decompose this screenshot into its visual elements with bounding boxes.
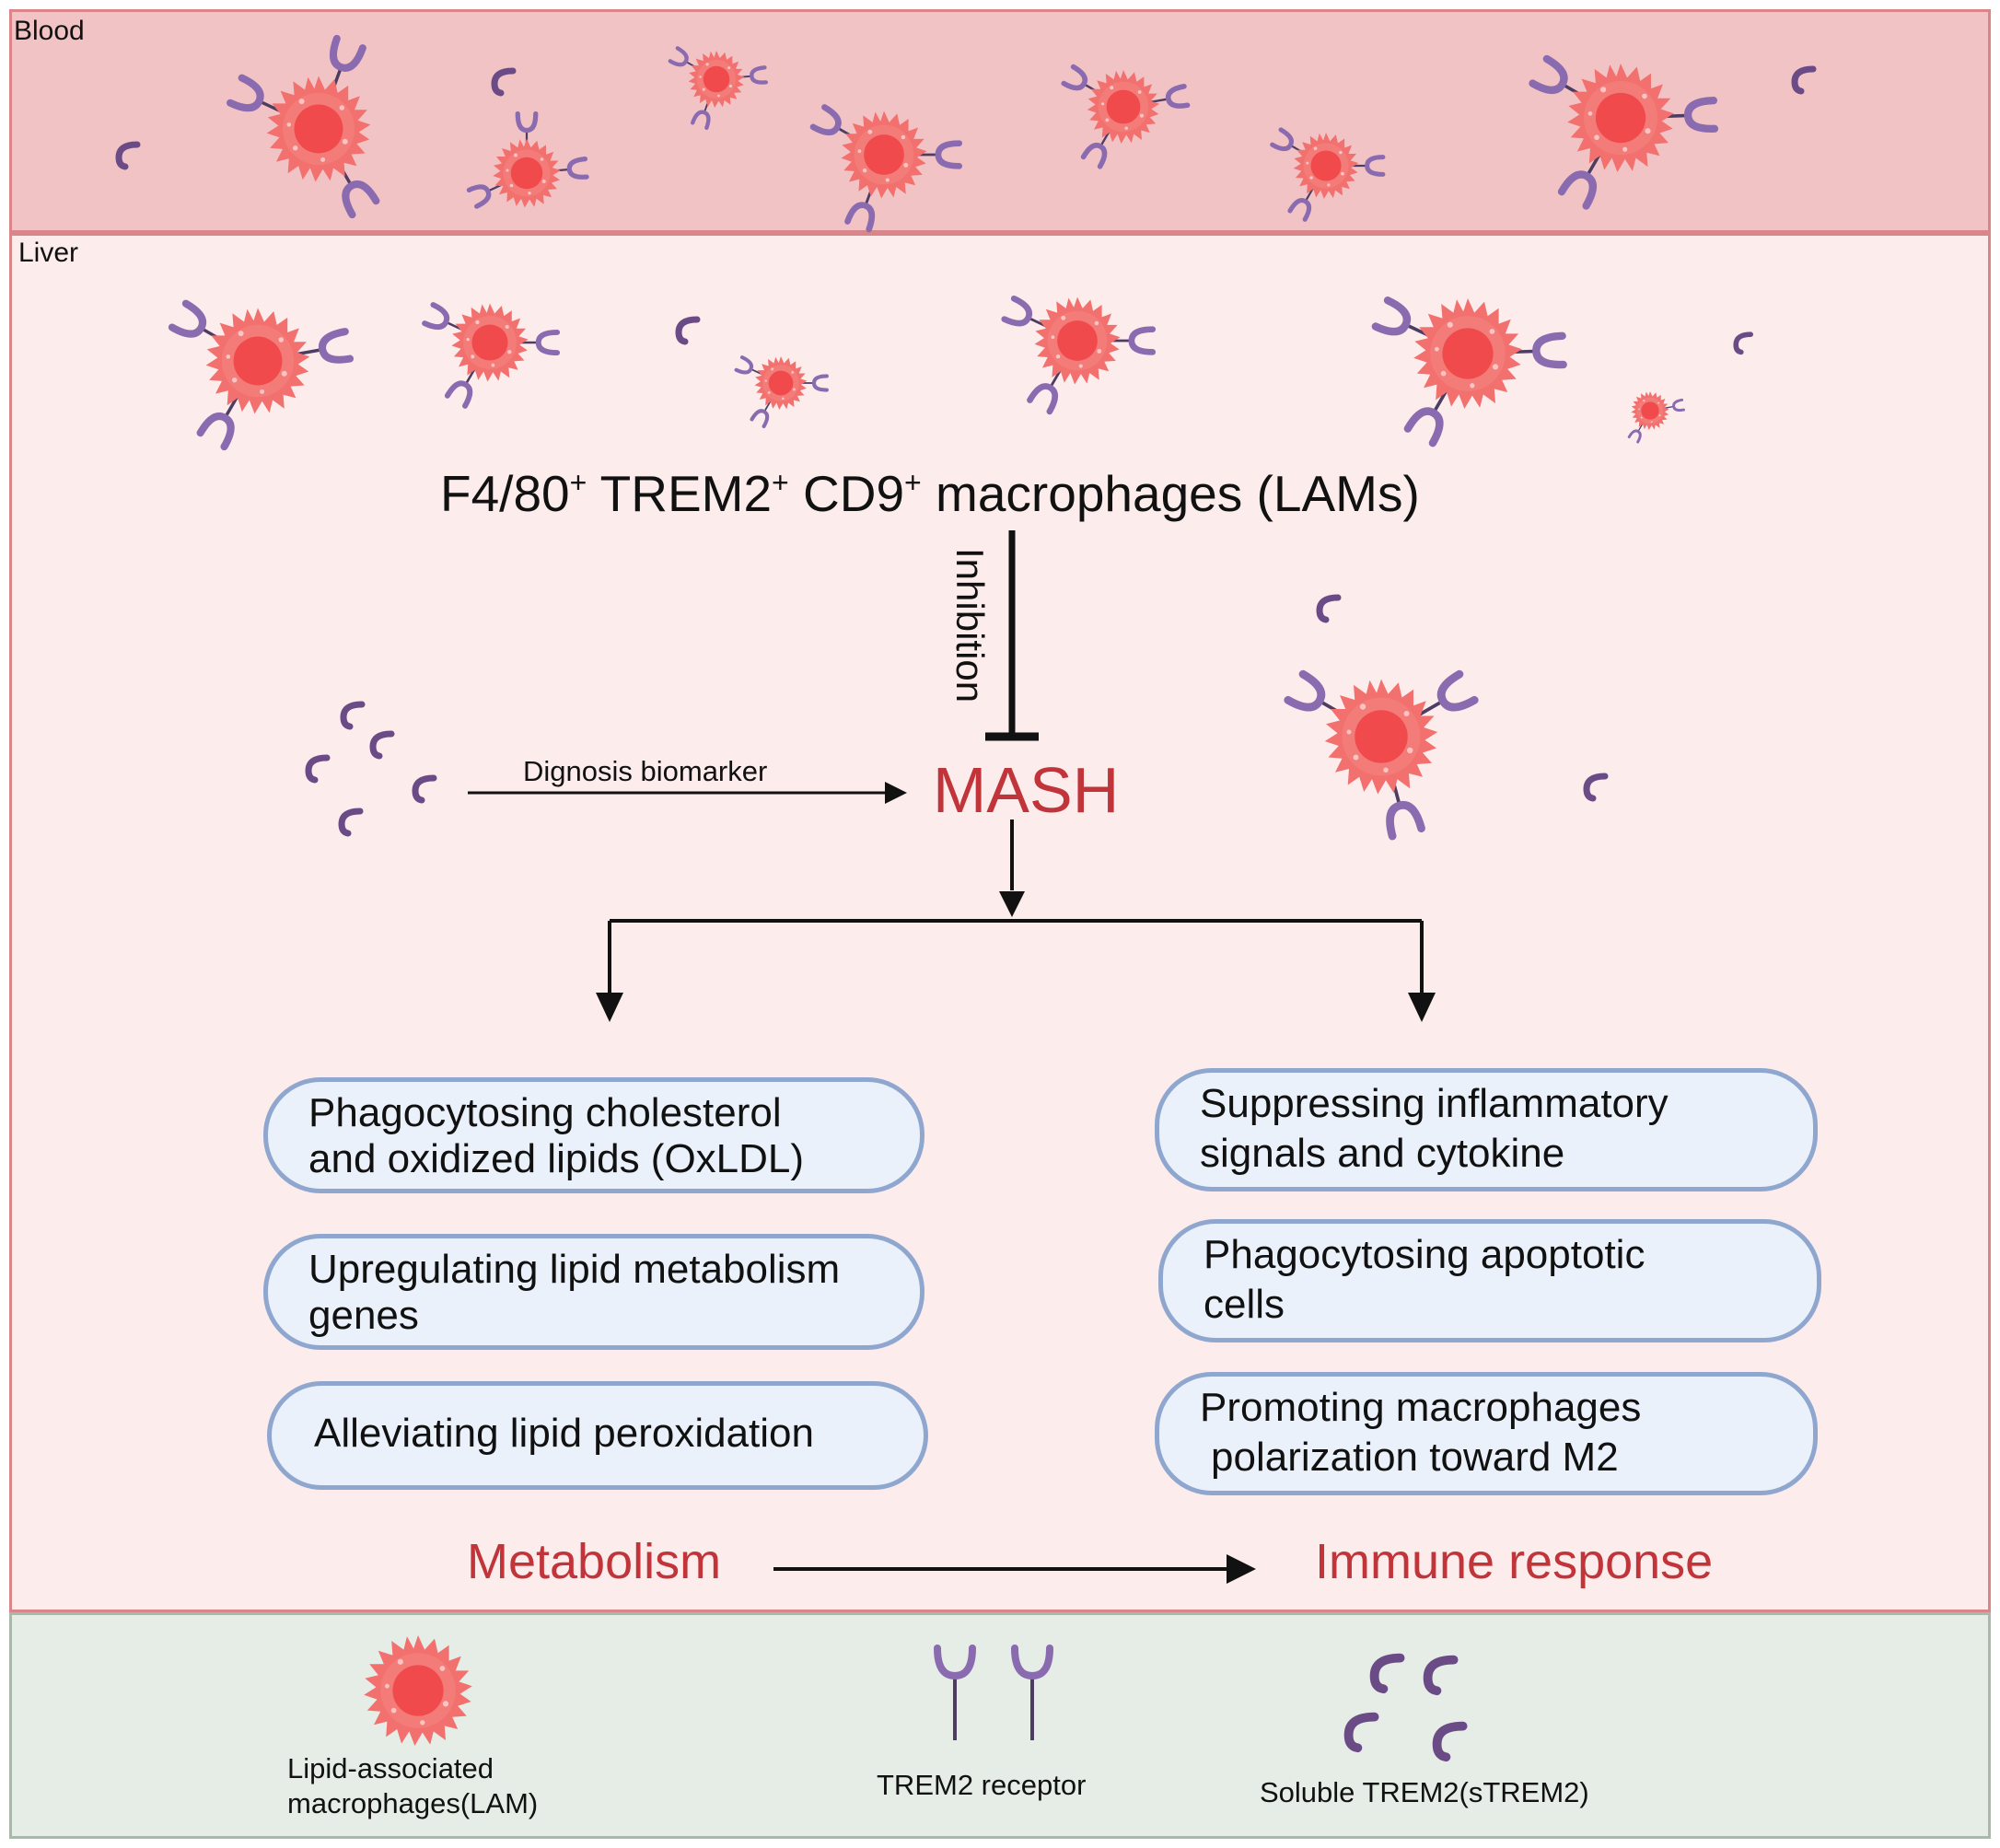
box-line: Promoting macrophages [1200,1385,1642,1430]
blood-macrophage-icon [469,114,587,208]
blood-macrophage-icon [813,107,959,229]
blood-macrophage-icon [1273,130,1383,219]
liver-strem2-icon [1587,776,1605,798]
box-line: Phagocytosing cholesterol [308,1090,782,1135]
liver-strem2-icon [1320,598,1338,620]
box-line: and oxidized lipids (OxLDL) [308,1136,805,1181]
legend-lam-label-2: macrophages(LAM) [287,1787,539,1819]
inhibition-label: Inhibition [948,548,992,703]
legend-receptor-icon [934,1645,1053,1740]
blood-strem2-icon [119,145,137,167]
box-line: Phagocytosing apoptotic [1203,1232,1645,1277]
box-line: Alleviating lipid peroxidation [314,1411,814,1456]
box-upregulating-lipid: Upregulating lipid metabolism genes [263,1234,924,1350]
box-suppressing-inflammatory: Suppressing inflammatory signals and cyt… [1155,1068,1818,1191]
liver-macrophage-icon [1288,674,1474,836]
branch-arrows [596,819,1436,1022]
legend-panel [9,1612,1991,1839]
box-phagocytosing-cholesterol: Phagocytosing cholesterol and oxidized l… [263,1077,924,1193]
liver-macrophage-icon [1005,297,1153,412]
box-alleviating-lipid: Alleviating lipid peroxidation [267,1381,928,1490]
immune-response-label: Immune response [1315,1534,1714,1589]
blood-strem2-icon [494,71,513,93]
legend-strem2-label: Soluble TREM2(sTREM2) [1260,1776,1589,1808]
blood-macrophage-icon [670,48,766,128]
legend-strem2-icon [1349,1658,1463,1758]
box-phagocytosing-apoptotic: Phagocytosing apoptotic cells [1158,1219,1821,1342]
liver-strem2-icon [1736,334,1750,352]
blood-macrophage-icon [1532,59,1715,206]
liver-label: Liver [18,238,79,268]
liver-macrophage-icon [737,356,827,426]
box-line: signals and cytokine [1200,1131,1565,1176]
blood-macrophage-icon [230,39,376,215]
inhibition-arrow [985,530,1039,741]
blood-strem2-icon [1795,69,1813,91]
metabolism-label: Metabolism [467,1534,722,1589]
blood-macrophage-icon [1064,67,1187,167]
box-line: genes [308,1293,419,1338]
liver-macrophage-icon [424,304,557,406]
mash-label: MASH [933,754,1120,826]
blood-label: Blood [14,16,85,46]
liver-macrophage-icon [1376,298,1564,443]
legend-lam-label-1: Lipid-associated [287,1752,494,1784]
legend-macrophage-icon [364,1635,472,1746]
box-line: Suppressing inflammatory [1200,1081,1669,1126]
box-line: polarization toward M2 [1211,1435,1619,1480]
lams-title: F4/80+ TREM2+ CD9+ macrophages (LAMs) [440,465,1420,522]
legend-receptor-label: TREM2 receptor [877,1769,1087,1801]
strem2-cluster [308,704,434,833]
box-line: cells [1203,1282,1285,1327]
liver-strem2-icon [679,320,697,342]
box-promoting-macrophages: Promoting macrophages polarization towar… [1155,1372,1818,1495]
liver-macrophage-icon [172,304,350,447]
biomarker-label: Dignosis biomarker [523,755,768,787]
box-line: Upregulating lipid metabolism [308,1247,841,1292]
liver-macrophage-icon [1627,391,1685,444]
